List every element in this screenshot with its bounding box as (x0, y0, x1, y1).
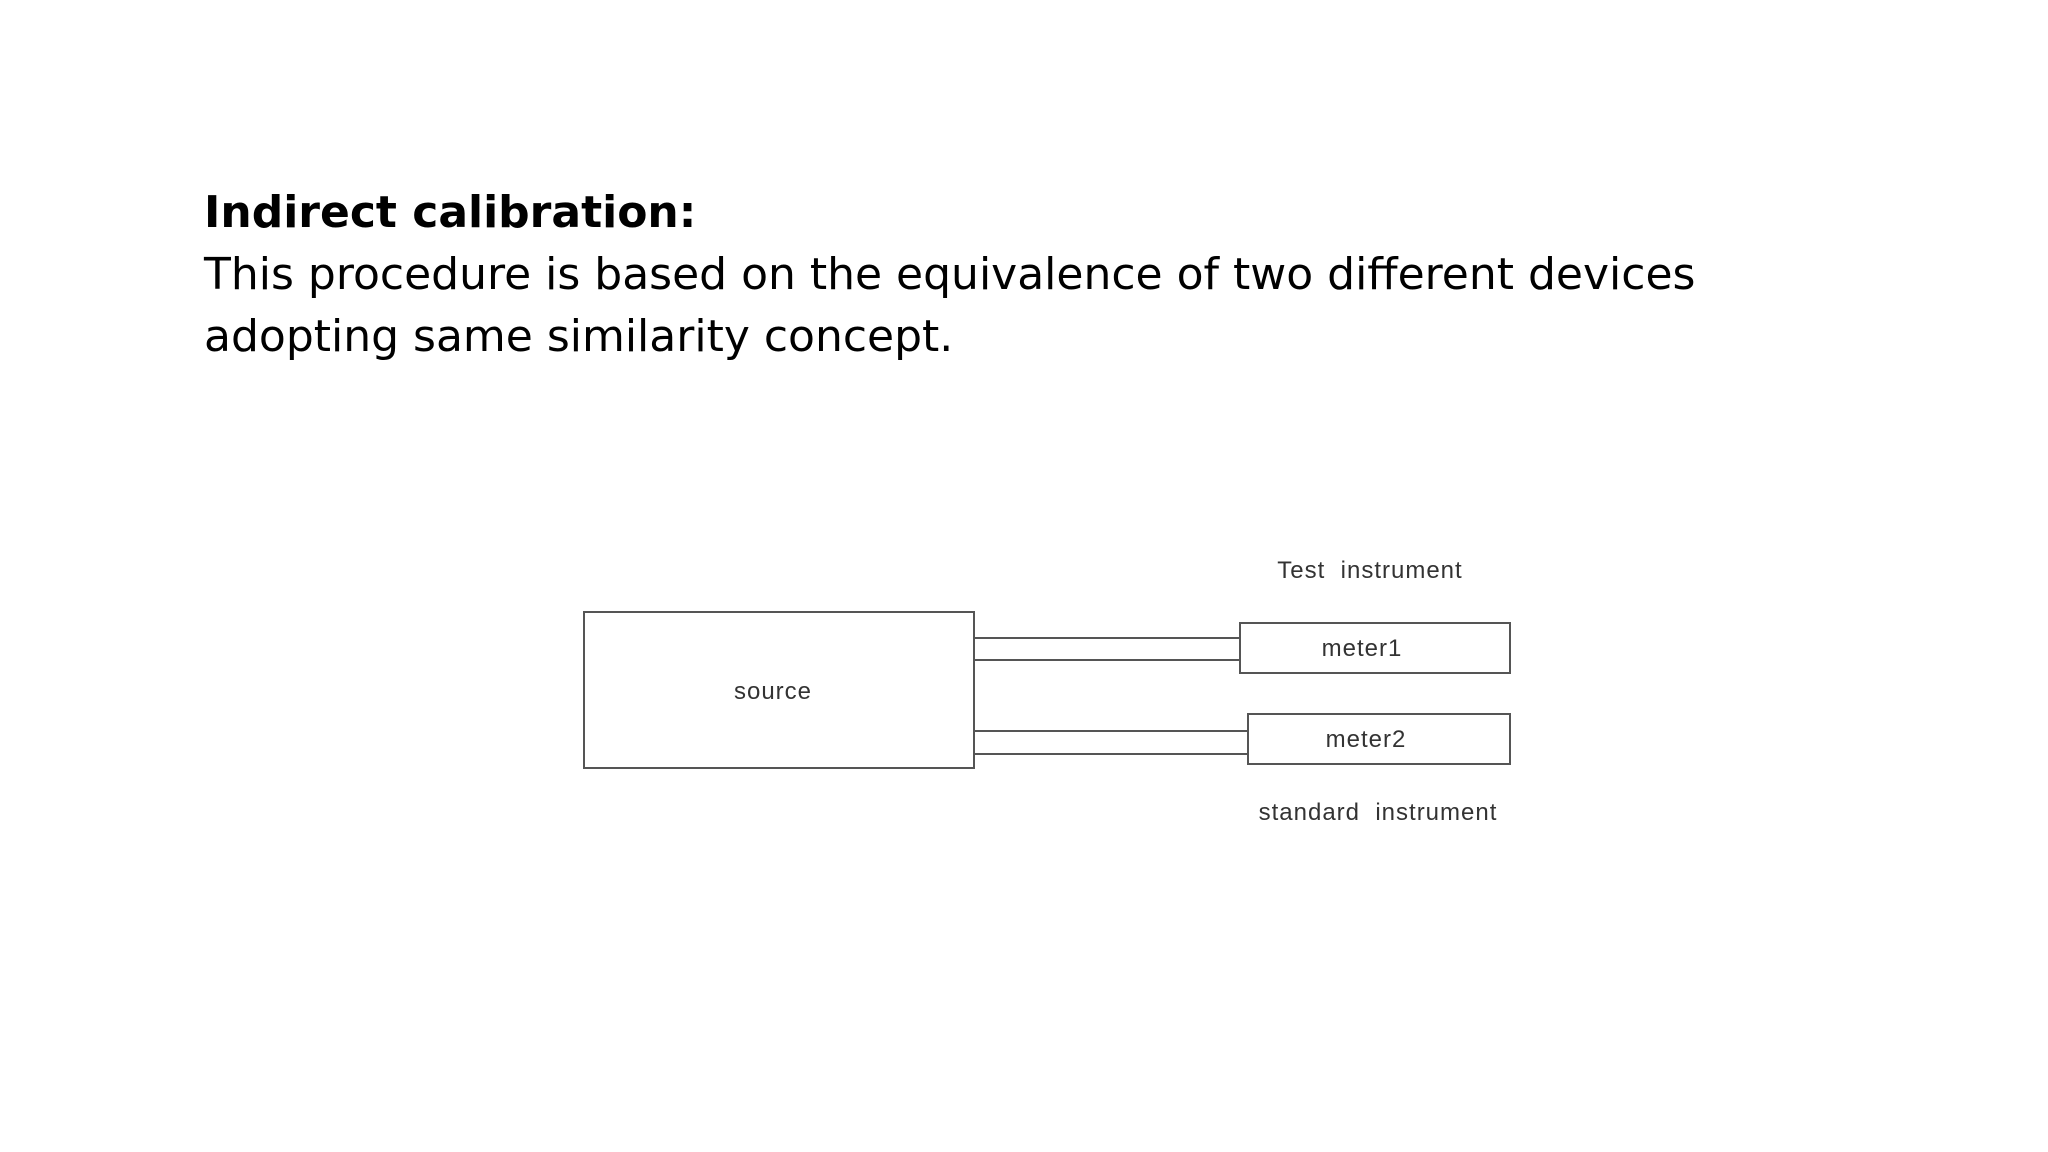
meter1-label: meter1 (1322, 635, 1403, 662)
slide-heading: Indirect calibration: (204, 187, 697, 238)
meter2-box (1247, 713, 1511, 765)
standard-instrument-label: standard instrument (1259, 799, 1498, 826)
meter1-box (1239, 622, 1511, 674)
meter2-label: meter2 (1326, 726, 1407, 753)
slide-body-text: This procedure is based on the equivalen… (204, 249, 1696, 362)
slide-text-block: Indirect calibration: This procedure is … (204, 182, 1904, 368)
source-box (583, 611, 975, 769)
source-label: source (734, 678, 812, 705)
test-instrument-label: Test instrument (1277, 557, 1462, 584)
